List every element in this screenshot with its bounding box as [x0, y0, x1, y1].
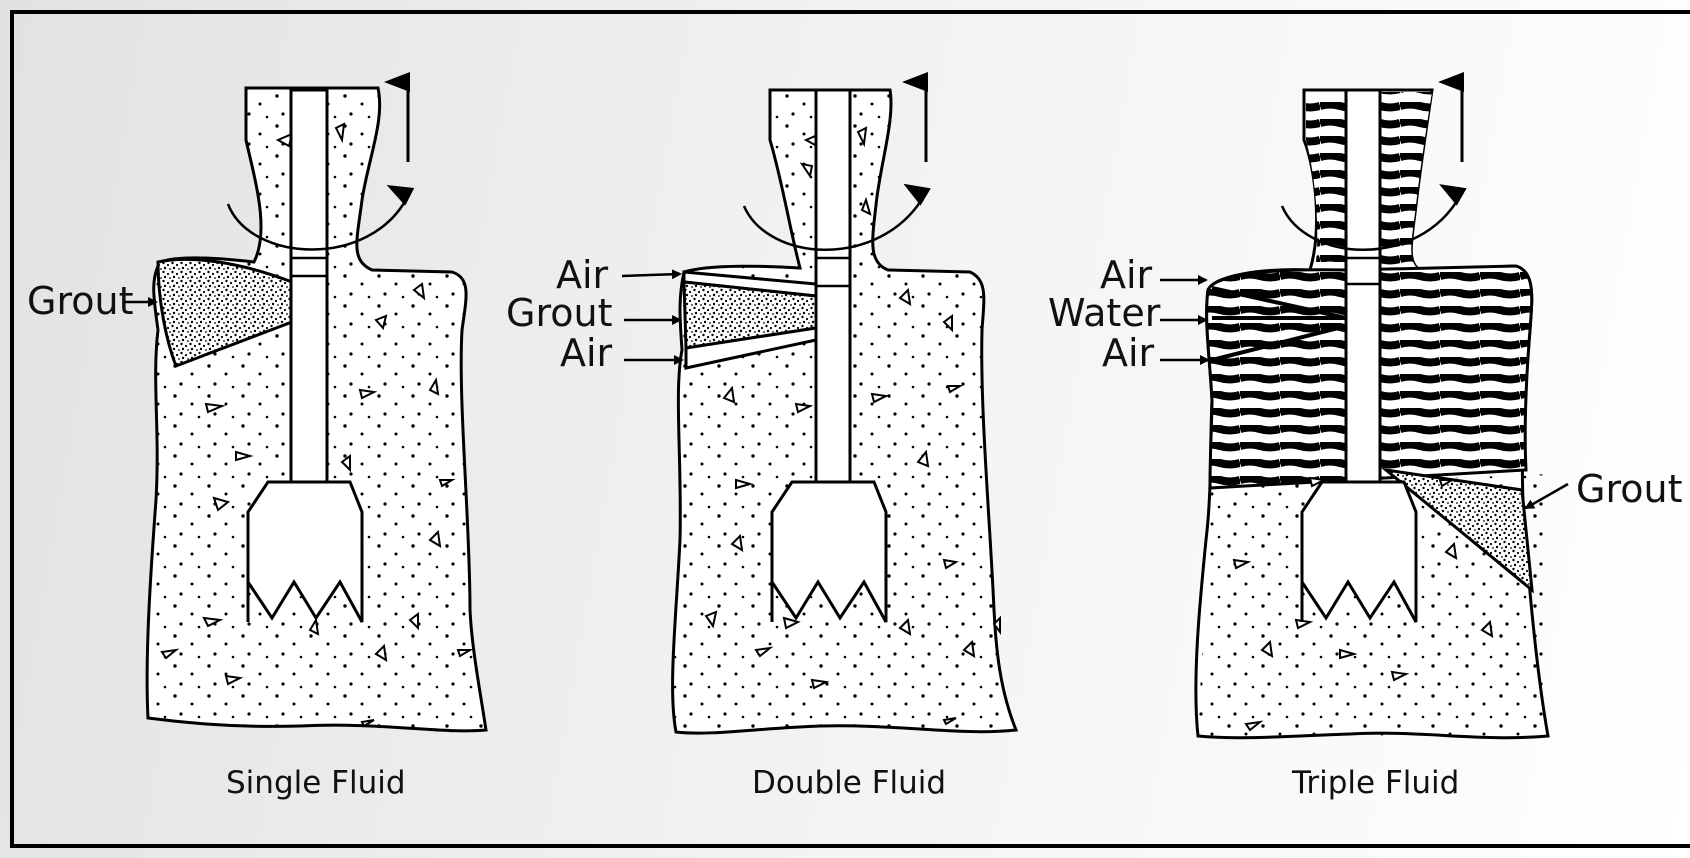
label-air-lower: Air	[1102, 331, 1155, 375]
panel-double-fluid: Air Grout Air Double Fluid	[506, 82, 1016, 801]
jet-rod	[1346, 90, 1380, 482]
label-air-lower: Air	[560, 331, 613, 375]
label-grout: Grout	[506, 291, 612, 335]
caption-triple-fluid: Triple Fluid	[1291, 765, 1459, 801]
label-grout: Grout	[1576, 467, 1682, 511]
arrow-icon	[622, 274, 680, 276]
jet-rod	[291, 90, 327, 482]
caption-single-fluid: Single Fluid	[226, 765, 406, 801]
panel-single-fluid: Grout Single Fluid	[27, 82, 486, 801]
jet-rod	[816, 90, 850, 482]
panel-triple-fluid: Air Water Air Grout Triple Fluid	[1048, 82, 1682, 801]
caption-double-fluid: Double Fluid	[752, 765, 946, 801]
label-water: Water	[1048, 291, 1161, 335]
label-grout: Grout	[27, 279, 133, 323]
